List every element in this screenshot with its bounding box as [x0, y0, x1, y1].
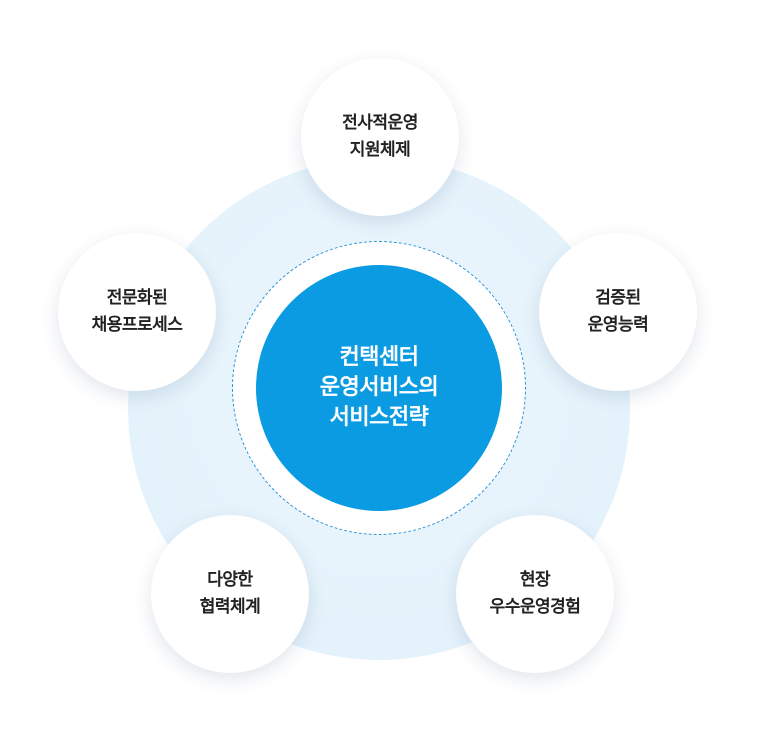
center-circle: 컨택센터 운영서비스의 서비스전략 — [256, 265, 502, 511]
node-bottom-right-label: 현장 우수운영경험 — [490, 567, 581, 621]
node-left-label: 전문화된 채용프로세스 — [92, 285, 183, 339]
center-label: 컨택센터 운영서비스의 서비스전략 — [319, 343, 439, 433]
node-top-line-1: 전사적운영 — [342, 113, 418, 133]
node-left-line-1: 전문화된 — [106, 288, 168, 308]
node-top[interactable]: 전사적운영 지원체제 — [301, 58, 459, 216]
node-bottom-left-label: 다양한 협력체계 — [200, 567, 261, 621]
node-bottom-right[interactable]: 현장 우수운영경험 — [456, 515, 614, 673]
node-right-line-2: 운영능력 — [587, 315, 649, 335]
node-top-line-2: 지원체제 — [349, 140, 411, 160]
node-left[interactable]: 전문화된 채용프로세스 — [58, 233, 216, 391]
node-bottom-left[interactable]: 다양한 협력체계 — [151, 515, 309, 673]
node-right[interactable]: 검증된 운영능력 — [539, 233, 697, 391]
center-label-line-2: 운영서비스의 — [319, 375, 439, 400]
node-top-label: 전사적운영 지원체제 — [342, 110, 418, 164]
node-bottom-right-line-1: 현장 — [519, 570, 551, 590]
center-label-line-3: 서비스전략 — [329, 405, 429, 430]
node-bottom-right-line-2: 우수운영경험 — [489, 597, 581, 617]
node-right-line-1: 검증된 — [595, 288, 641, 308]
center-label-line-1: 컨택센터 — [339, 345, 419, 370]
node-bottom-left-line-1: 다양한 — [207, 570, 253, 590]
node-bottom-left-line-2: 협력체계 — [199, 597, 261, 617]
node-left-line-2: 채용프로세스 — [91, 315, 183, 335]
node-right-label: 검증된 운영능력 — [588, 285, 649, 339]
